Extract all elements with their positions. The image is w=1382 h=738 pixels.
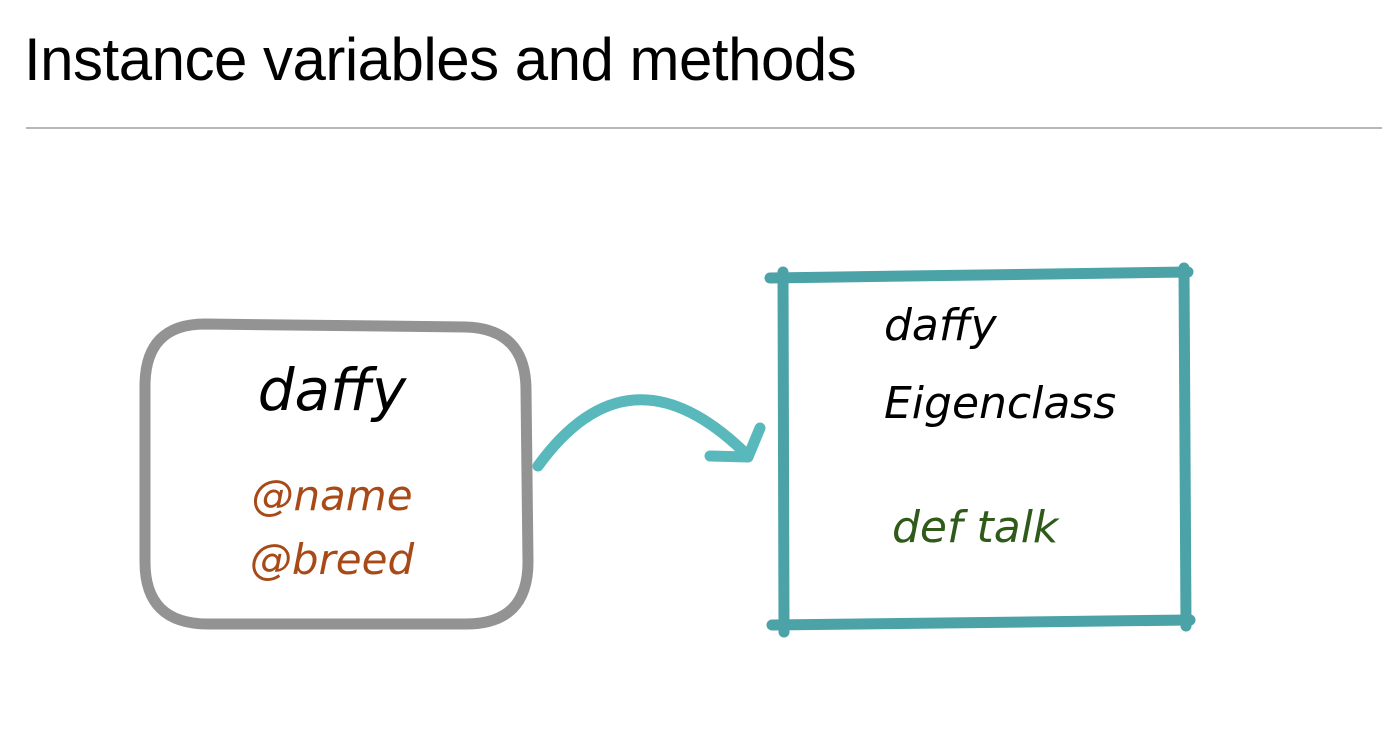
title-divider — [26, 127, 1382, 129]
eigenclass-label-line-2: Eigenclass — [884, 378, 1116, 429]
arrow-curve — [532, 394, 748, 472]
slide-title: Instance variables and methods — [24, 26, 857, 93]
eigenclass-box — [764, 262, 1196, 638]
eigenclass-method: def talk — [892, 502, 1060, 553]
instance-variable-breed: @breed — [250, 535, 415, 584]
object-box — [139, 318, 534, 630]
arrow-head — [704, 422, 766, 463]
instance-variable-name: @name — [251, 471, 412, 520]
eigenclass-label-line-1: daffy — [884, 300, 998, 351]
object-name: daffy — [258, 356, 407, 424]
